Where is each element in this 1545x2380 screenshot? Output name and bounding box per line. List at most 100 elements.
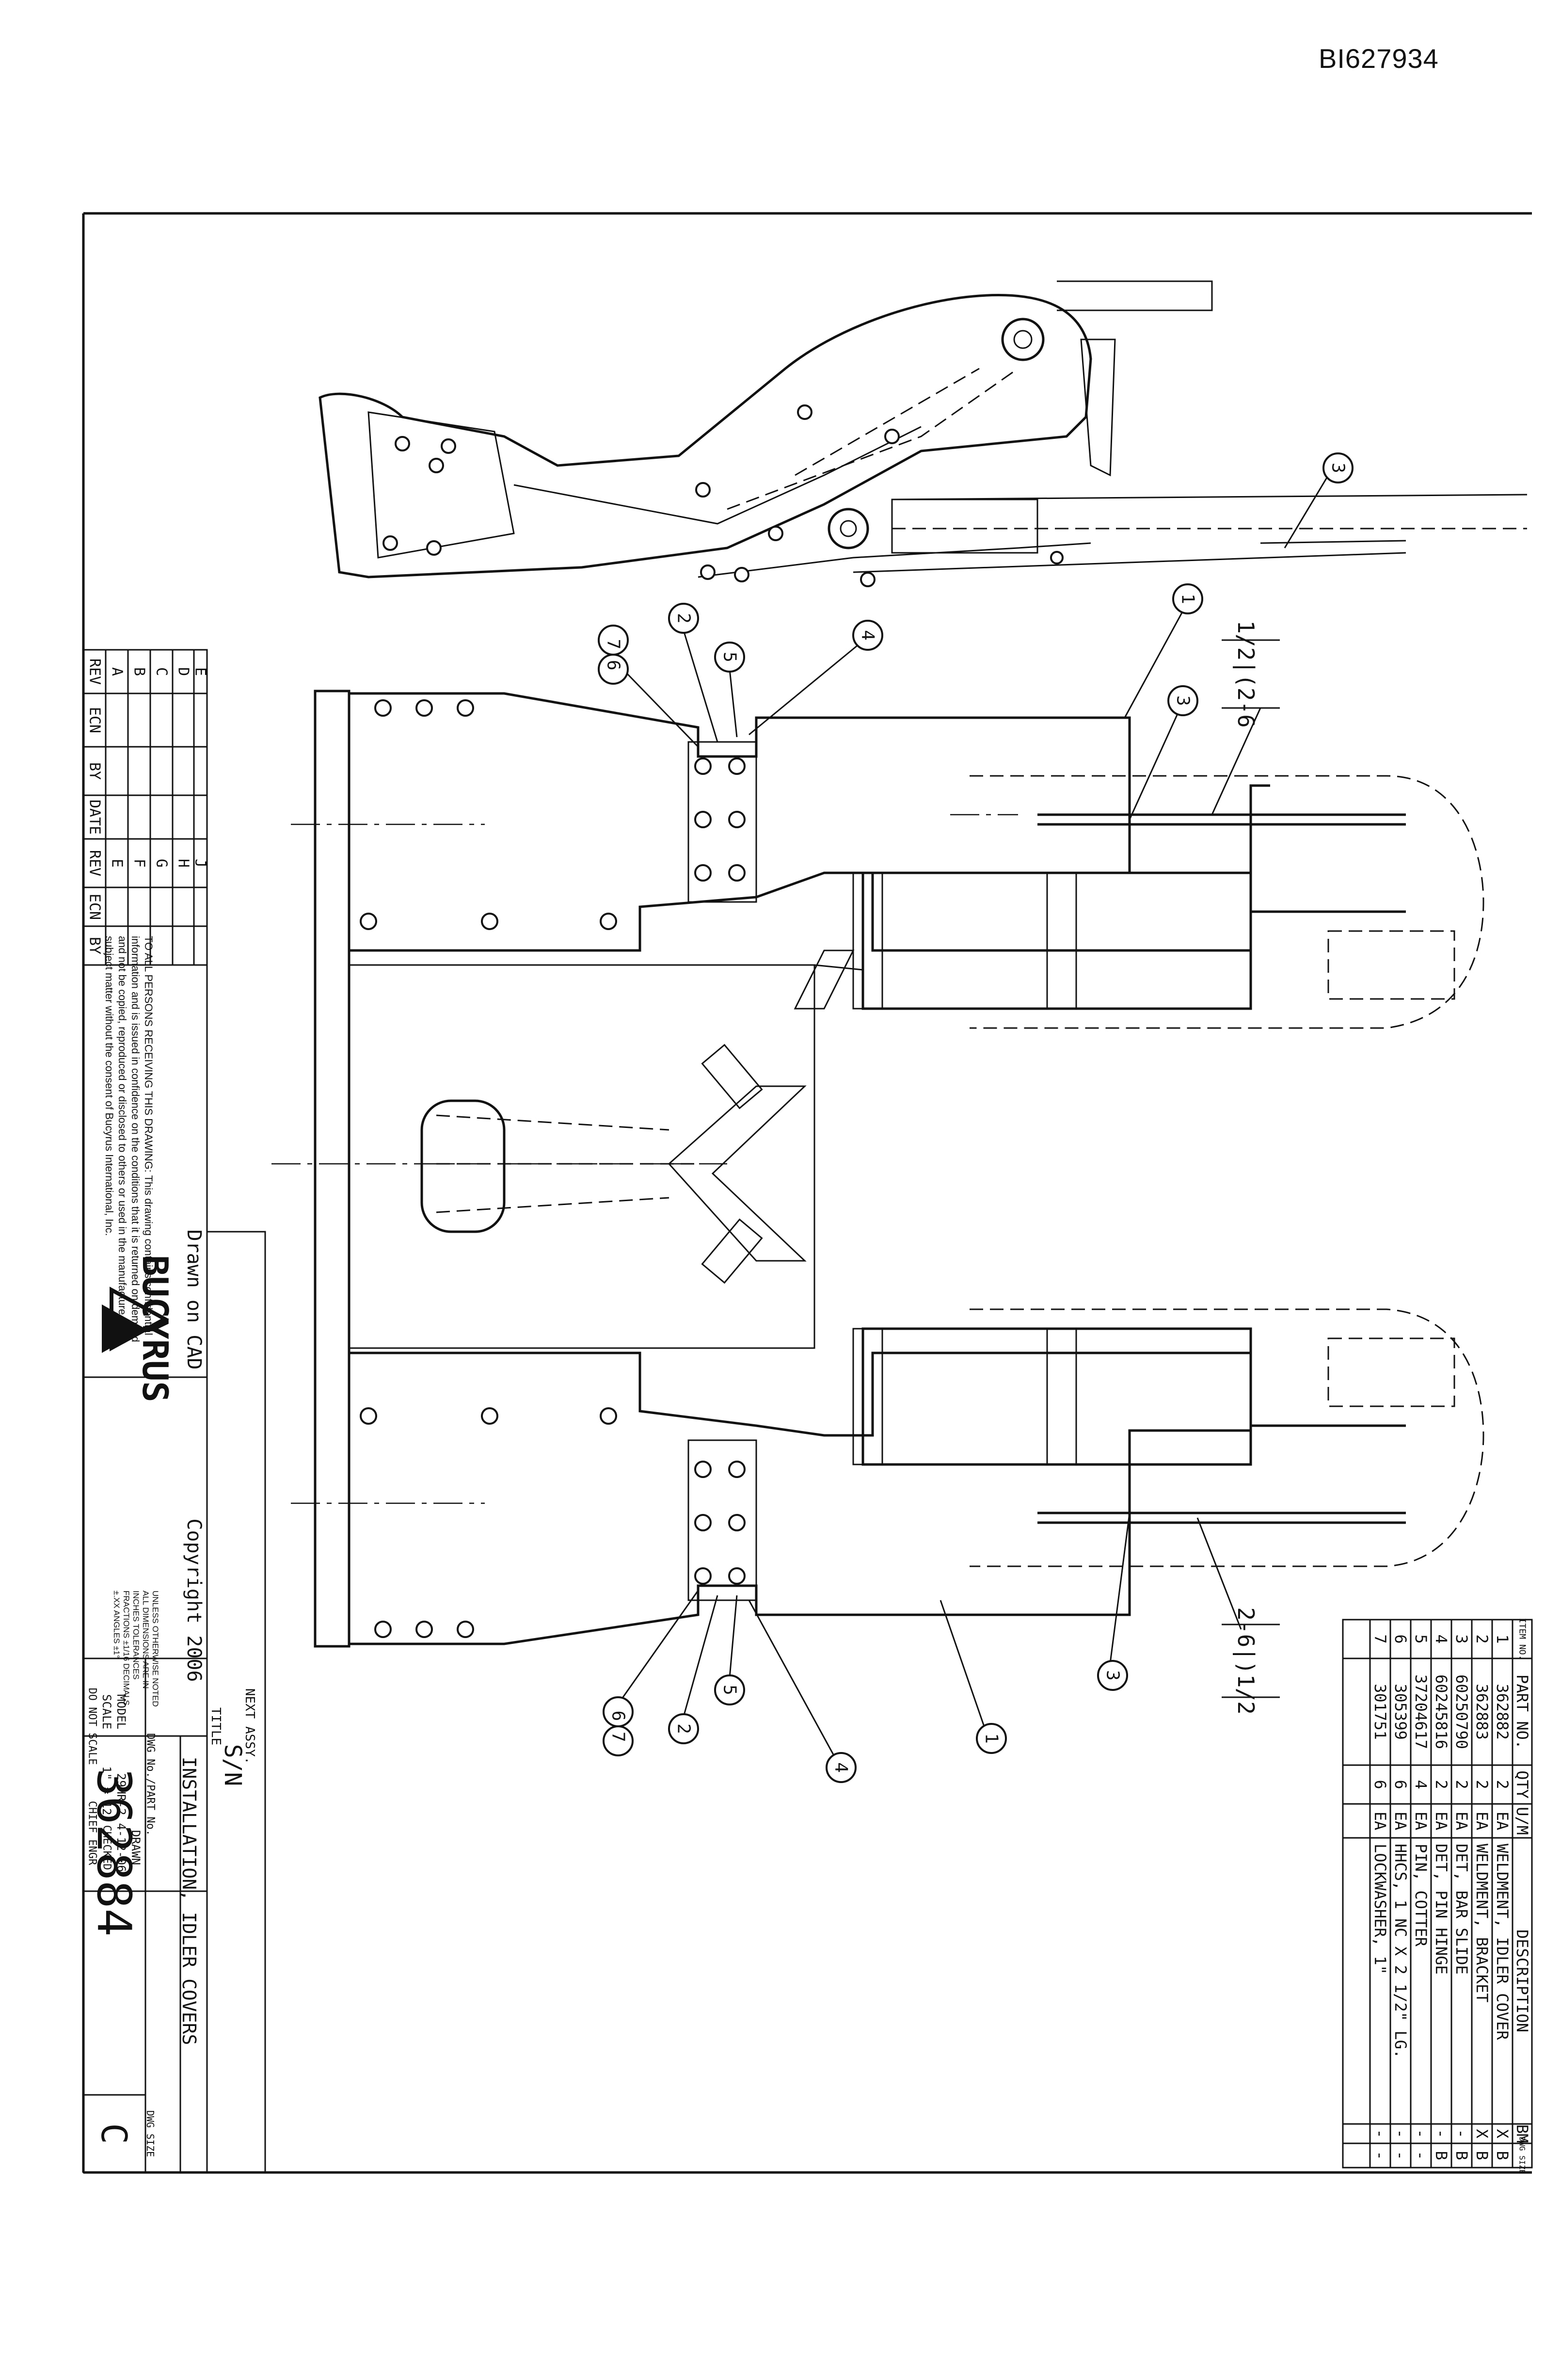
bom-cell-bm: X — [1493, 2129, 1512, 2138]
bom-cell-item: 1 — [1493, 1634, 1512, 1643]
svg-text:A: A — [109, 667, 126, 676]
svg-text:QTY: QTY — [1513, 1770, 1531, 1799]
callout-5-bottom: 5 — [714, 1595, 745, 1705]
svg-text:DWG SIZE: DWG SIZE — [1518, 2137, 1527, 2174]
svg-text:7 6: 7 6 — [604, 639, 623, 670]
document-id: BI627934 — [1319, 43, 1439, 74]
svg-text:DWG No./PART No.: DWG No./PART No. — [144, 1733, 157, 1836]
callout-2-top: 2 — [668, 603, 718, 742]
bom-cell-qty: 4 — [1412, 1780, 1430, 1789]
svg-text:REV: REV — [86, 659, 103, 685]
svg-text:29HR-2: 29HR-2 — [114, 1773, 128, 1816]
bom-cell-item: 3 — [1452, 1634, 1471, 1643]
svg-text:ECN: ECN — [86, 894, 103, 920]
bom-cell-part: 301751 — [1371, 1684, 1389, 1740]
svg-text:3: 3 — [1173, 695, 1193, 706]
svg-text:BM: BM — [1513, 2124, 1531, 2143]
bom-cell-description: LOCKWASHER, 1" — [1371, 1844, 1389, 1975]
svg-text:BY: BY — [86, 937, 103, 954]
bom-cell-bm: - — [1412, 2129, 1430, 2138]
svg-text:2-6|)1/2: 2-6|)1/2 — [1232, 1607, 1259, 1715]
bom-cell-um: EA — [1473, 1812, 1491, 1831]
svg-text:5: 5 — [720, 652, 740, 662]
svg-text:CHECKED: CHECKED — [101, 1825, 113, 1870]
bom-cell-part: 305399 — [1391, 1684, 1410, 1740]
callout-7-6-top: 7 6 — [598, 625, 699, 748]
bom-cell-description: HHCS, 1 NC X 2 1/2" LG. — [1391, 1844, 1410, 2058]
plan-view — [271, 690, 1484, 1648]
svg-text:3: 3 — [1328, 463, 1348, 473]
svg-text:J: J — [192, 859, 209, 868]
bom-cell-size: B — [1493, 2151, 1512, 2160]
dimension-top: 1/2|(2-6 — [1211, 620, 1280, 815]
bom-cell-size: - — [1412, 2151, 1430, 2160]
bom-cell-qty: 2 — [1473, 1780, 1491, 1789]
callout-2-bottom: 2 — [668, 1595, 718, 1744]
svg-text:1: 1 — [982, 1733, 1002, 1744]
svg-text:1/2|(2-6: 1/2|(2-6 — [1232, 620, 1259, 728]
svg-text:C: C — [153, 667, 170, 676]
bom-cell-um: EA — [1391, 1812, 1410, 1831]
callout-1-bottom: 1 — [940, 1600, 1007, 1754]
sheet-border — [82, 212, 1532, 2174]
bom-cell-bm: - — [1371, 2129, 1389, 2138]
title-block: Drawn on CAD Copyright 2006 BUCYRUS UNLE… — [82, 1230, 266, 2173]
bom-cell-description: WELDMENT, IDLER COVER — [1493, 1844, 1512, 2040]
svg-text:BY: BY — [86, 762, 103, 780]
drawing-size: C — [94, 2123, 134, 2144]
bom-cell-bm: - — [1391, 2129, 1410, 2138]
bucyrus-logo: BUCYRUS — [102, 1255, 175, 1402]
svg-text:DESCRIPTION: DESCRIPTION — [1513, 1930, 1531, 2032]
drawing-title: INSTALLATION, IDLER COVERS — [178, 1757, 200, 2045]
drawing-number: 362884 — [87, 1769, 141, 1937]
bom-cell-um: EA — [1371, 1812, 1389, 1831]
svg-text:E: E — [192, 667, 209, 676]
bom-cell-part: 362883 — [1473, 1684, 1491, 1740]
callout-balloons: 3 1 3 4 5 2 7 — [598, 452, 1354, 1783]
callout-1-top: 1 — [1124, 583, 1203, 718]
bom-cell-size: - — [1371, 2151, 1389, 2160]
bom-cell-size: B — [1432, 2151, 1450, 2160]
svg-text:DWG SIZE: DWG SIZE — [144, 2110, 156, 2157]
bom-cell-size: B — [1452, 2151, 1471, 2160]
bom-cell-description: DET, BAR SLIDE — [1452, 1844, 1471, 1975]
bom-cell-bm: - — [1432, 2129, 1450, 2138]
svg-text:2: 2 — [674, 1723, 694, 1734]
svg-text:DRAWN: DRAWN — [129, 1830, 143, 1865]
svg-text:U/M: U/M — [1513, 1807, 1531, 1835]
bom-cell-um: EA — [1452, 1812, 1471, 1831]
bom-cell-description: DET, PIN HINGE — [1432, 1844, 1450, 1975]
svg-text:H: H — [175, 859, 192, 868]
svg-text:2: 2 — [674, 613, 694, 624]
svg-text:4: 4 — [831, 1762, 851, 1773]
svg-text:3: 3 — [1103, 1670, 1123, 1681]
bom-cell-part: 362882 — [1493, 1684, 1512, 1740]
svg-text:PART NO.: PART NO. — [1513, 1674, 1531, 1749]
svg-text:CHIEF ENGR: CHIEF ENGR — [86, 1801, 98, 1865]
bom-cell-size: B — [1473, 2151, 1491, 2160]
bom-cell-bm: - — [1452, 2129, 1471, 2138]
side-elevation-view — [319, 280, 1528, 587]
bom-cell-qty: 2 — [1432, 1780, 1450, 1789]
svg-text:SCALE: SCALE — [100, 1694, 113, 1729]
bom-cell-item: 6 — [1391, 1634, 1410, 1643]
callout-4-top: 4 — [749, 620, 883, 736]
bom-cell-qty: 2 — [1452, 1780, 1471, 1789]
svg-text:B: B — [131, 667, 148, 676]
svg-text:6 7: 6 7 — [608, 1710, 628, 1742]
svg-text:1" = 12": 1" = 12" — [100, 1766, 113, 1822]
svg-text:E: E — [109, 859, 126, 868]
callout-3-top: 3 — [1284, 452, 1354, 548]
svg-text:4: 4 — [858, 630, 878, 641]
bom-cell-qty: 6 — [1391, 1780, 1410, 1789]
svg-text:REV: REV — [86, 850, 103, 876]
bom-cell-um: EA — [1493, 1812, 1512, 1831]
bom-cell-description: WELDMENT, BRACKET — [1473, 1844, 1491, 2003]
bom-cell-um: EA — [1432, 1812, 1450, 1831]
